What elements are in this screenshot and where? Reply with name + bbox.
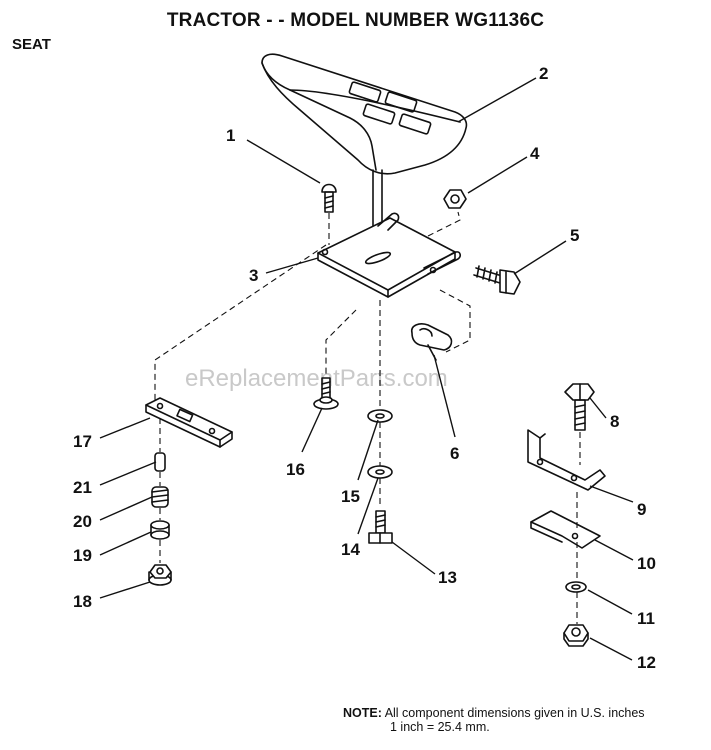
- clip-part-6: [410, 323, 453, 361]
- part-number-13: 13: [438, 568, 457, 587]
- seat-part: [261, 53, 468, 256]
- part-number-5: 5: [570, 226, 579, 245]
- part-number-15: 15: [341, 487, 360, 506]
- part-number-12: 12: [637, 653, 656, 672]
- nut-part-18: [148, 564, 172, 586]
- bracket-part-9: [527, 429, 606, 491]
- pin-part-21: [154, 452, 166, 472]
- part-number-11: 11: [637, 609, 655, 628]
- bolt-part-16: [313, 377, 339, 410]
- part-number-19: 19: [73, 546, 92, 565]
- bolt-part-5: [473, 265, 521, 295]
- bracket-part-17: [145, 397, 233, 448]
- bolt-part-1: [321, 183, 337, 213]
- part-number-20: 20: [73, 512, 92, 531]
- part-number-14: 14: [341, 540, 360, 559]
- bolt-part-13: [368, 510, 393, 544]
- nut-part-4: [443, 189, 467, 209]
- dimension-note: NOTE: All component dimensions given in …: [343, 706, 645, 734]
- spacer-part-19: [150, 520, 170, 540]
- page-title: TRACTOR - - MODEL NUMBER WG1136C: [166, 10, 545, 31]
- part-number-16: 16: [286, 460, 305, 479]
- part-number-3: 3: [249, 266, 258, 285]
- watermark: eReplacementParts.com: [185, 365, 448, 392]
- part-number-21: 21: [73, 478, 92, 497]
- plate-part-10: [530, 510, 601, 549]
- washer-part-11: [565, 581, 587, 593]
- part-number-9: 9: [637, 500, 646, 519]
- nut-part-12: [563, 624, 589, 647]
- note-line-2: 1 inch = 25.4 mm.: [390, 720, 490, 734]
- washer-part-14: [367, 465, 393, 479]
- part-number-4: 4: [530, 144, 540, 163]
- part-number-1: 1: [226, 126, 235, 145]
- seat-plate-part: [317, 212, 461, 298]
- part-number-6: 6: [450, 444, 459, 463]
- note-label: NOTE:: [343, 706, 382, 720]
- part-number-18: 18: [73, 592, 92, 611]
- spring-part-20: [151, 486, 169, 508]
- part-number-2: 2: [539, 64, 548, 83]
- section-label: SEAT: [12, 36, 51, 53]
- part-number-10: 10: [637, 554, 656, 573]
- part-number-8: 8: [610, 412, 619, 431]
- part-number-17: 17: [73, 432, 92, 451]
- washer-part-15: [367, 409, 393, 423]
- bolt-part-8: [564, 383, 595, 431]
- note-line-1: All component dimensions given in U.S. i…: [384, 706, 645, 720]
